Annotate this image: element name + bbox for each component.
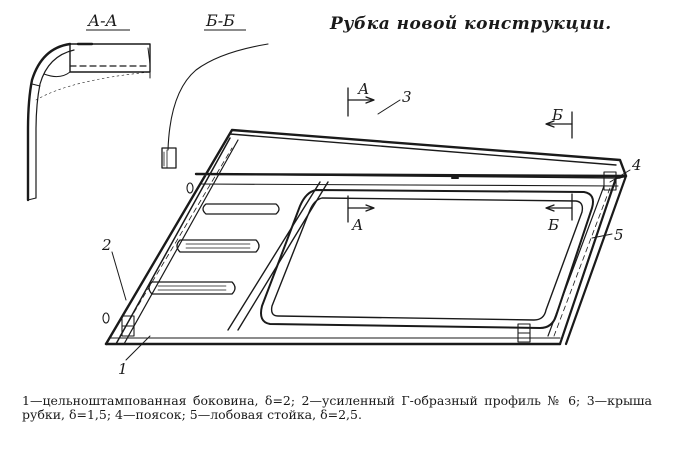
section-label-aa: А-А xyxy=(87,11,118,30)
part-number-2: 2 xyxy=(101,236,112,254)
caption-part-1: 1—цельноштампованная боковина, δ=2; xyxy=(22,393,296,408)
cabin-diagram: А-А Б-Б А А Б Б 3 2 1 4 5 xyxy=(26,11,642,378)
rivets xyxy=(102,171,617,343)
part-number-3: 3 xyxy=(402,88,412,106)
caption-part-4: 4—поясок; xyxy=(115,407,186,422)
cut-mark-b-top: Б xyxy=(551,106,563,124)
cut-mark-a-top: А xyxy=(357,80,369,98)
caption-part-3: 3—крыша рубки, δ=1,5; xyxy=(22,393,652,422)
part-number-5: 5 xyxy=(614,226,624,244)
cut-line-a xyxy=(347,87,375,223)
cut-line-b xyxy=(545,111,573,221)
caption-part-5: 5—лобовая стойка, δ=2,5. xyxy=(189,407,362,422)
window xyxy=(260,189,594,329)
figure-caption: 1—цельноштампованная боковина, δ=2; 2—ус… xyxy=(22,394,652,422)
section-bb-detail xyxy=(161,43,269,169)
part-number-4: 4 xyxy=(631,156,642,174)
leader-lines xyxy=(111,99,631,361)
cut-mark-a-bottom: А xyxy=(351,216,363,234)
section-label-bb: Б-Б xyxy=(205,11,235,30)
stiffening-ribs xyxy=(148,203,280,295)
part-number-1: 1 xyxy=(118,360,128,378)
section-aa-detail xyxy=(26,42,151,202)
figure-title: Рубка новой конструкции. xyxy=(330,14,612,34)
cabin-side-panel xyxy=(104,128,628,346)
caption-part-2: 2—усиленный Г-образный профиль № 6; xyxy=(301,393,581,408)
cut-mark-b-bottom: Б xyxy=(547,216,559,234)
